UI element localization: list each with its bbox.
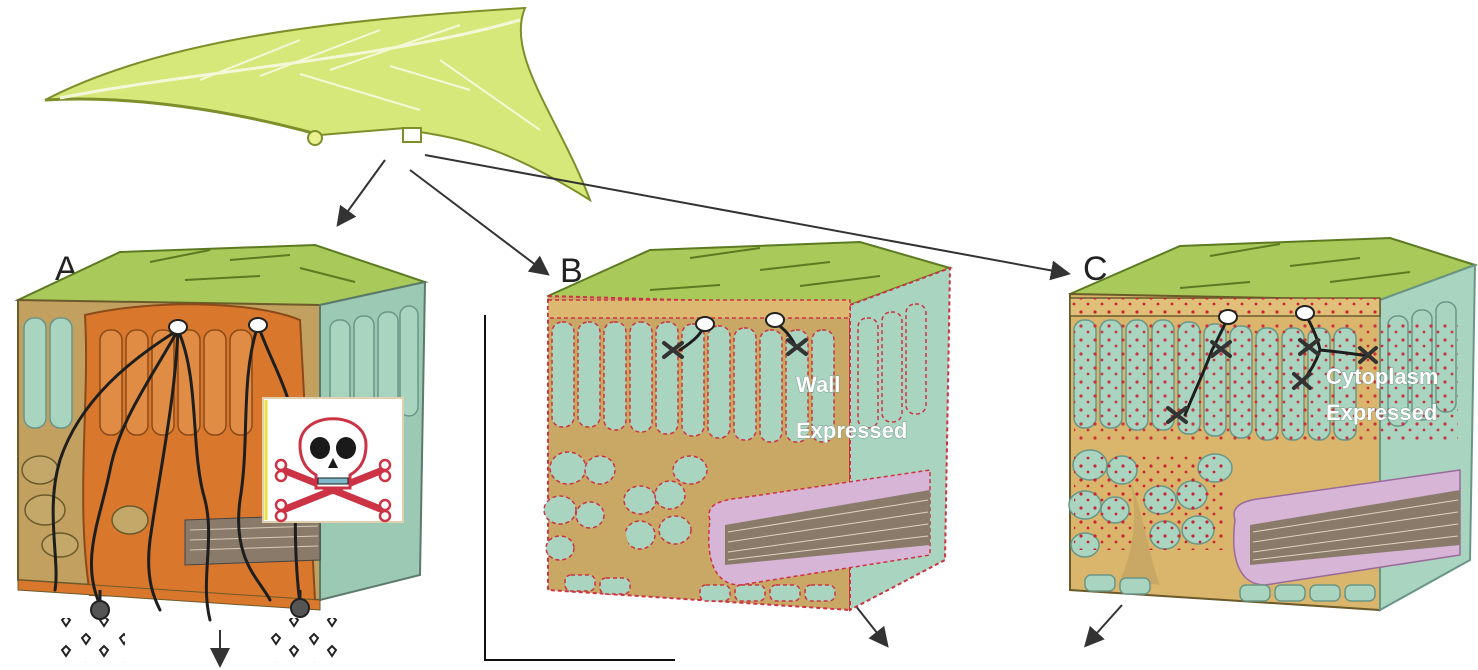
sporangium-left — [91, 601, 109, 619]
arrow-out-panel-b — [855, 605, 885, 643]
panel-a: A — [18, 245, 425, 663]
released-spores-right — [265, 618, 345, 663]
panel-c-annotation-line2: Expressed — [1326, 400, 1437, 425]
panel-b-annotation-line1: Wall — [796, 372, 840, 397]
arrow-to-panel-a — [340, 160, 385, 222]
spore-1 — [169, 320, 187, 334]
skull-crossbones-icon — [263, 398, 403, 522]
released-spores-left — [55, 618, 125, 663]
panel-c: C — [1069, 238, 1475, 610]
panel-c-annotation-line1: Cytoplasm — [1326, 364, 1438, 389]
panel-b-annotation-line2: Expressed — [796, 418, 907, 443]
panel-b: B — [544, 242, 950, 610]
sporangium-right — [291, 599, 309, 617]
arrow-to-panel-b — [410, 170, 545, 272]
arrow-out-panel-c — [1088, 605, 1122, 643]
spore-2 — [249, 318, 267, 332]
